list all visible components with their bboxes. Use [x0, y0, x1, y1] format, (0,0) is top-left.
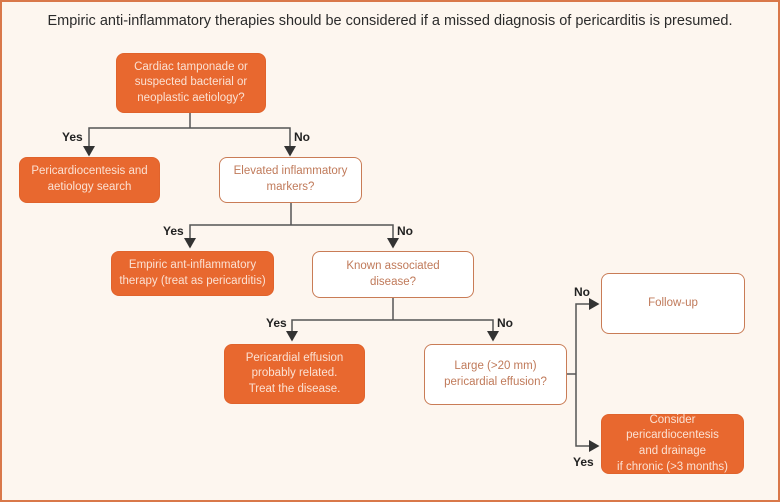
node-tamponade-question: Cardiac tamponade or suspected bacterial…: [116, 53, 266, 113]
edge-n1-yes: [83, 127, 190, 157]
edge-n3-yes: [184, 224, 291, 249]
edge-label-no: No: [294, 130, 310, 144]
edge-label-yes: Yes: [62, 130, 83, 144]
edge-n5-yes: [286, 319, 393, 342]
edge-n7-yes: [575, 374, 600, 452]
node-empiric-therapy: Empiric ant-inflammatory therapy (treat …: [111, 251, 274, 296]
edge-label-no: No: [397, 224, 413, 238]
edge-n5-no: [393, 319, 499, 342]
edge-label-no: No: [574, 285, 590, 299]
node-consider-pericardiocentesis: Consider pericardiocentesis and drainage…: [601, 414, 744, 474]
edge-label-yes: Yes: [266, 316, 287, 330]
edge-label-yes: Yes: [573, 455, 594, 469]
edge-n1-no: [190, 127, 296, 157]
node-pericardiocentesis: Pericardiocentesis and aetiology search: [19, 157, 160, 203]
node-follow-up: Follow-up: [601, 273, 745, 334]
edge-n3-no: [291, 224, 399, 249]
edge-label-yes: Yes: [163, 224, 184, 238]
node-associated-disease-question: Known associated disease?: [312, 251, 474, 298]
edge-label-no: No: [497, 316, 513, 330]
node-treat-disease: Pericardial effusion probably related. T…: [224, 344, 365, 404]
node-large-effusion-question: Large (>20 mm) pericardial effusion?: [424, 344, 567, 405]
node-inflammatory-markers-question: Elevated inflammatory markers?: [219, 157, 362, 203]
diagram-title: Empiric anti-inflammatory therapies shou…: [47, 13, 733, 29]
edge-n7-no: [575, 298, 600, 374]
